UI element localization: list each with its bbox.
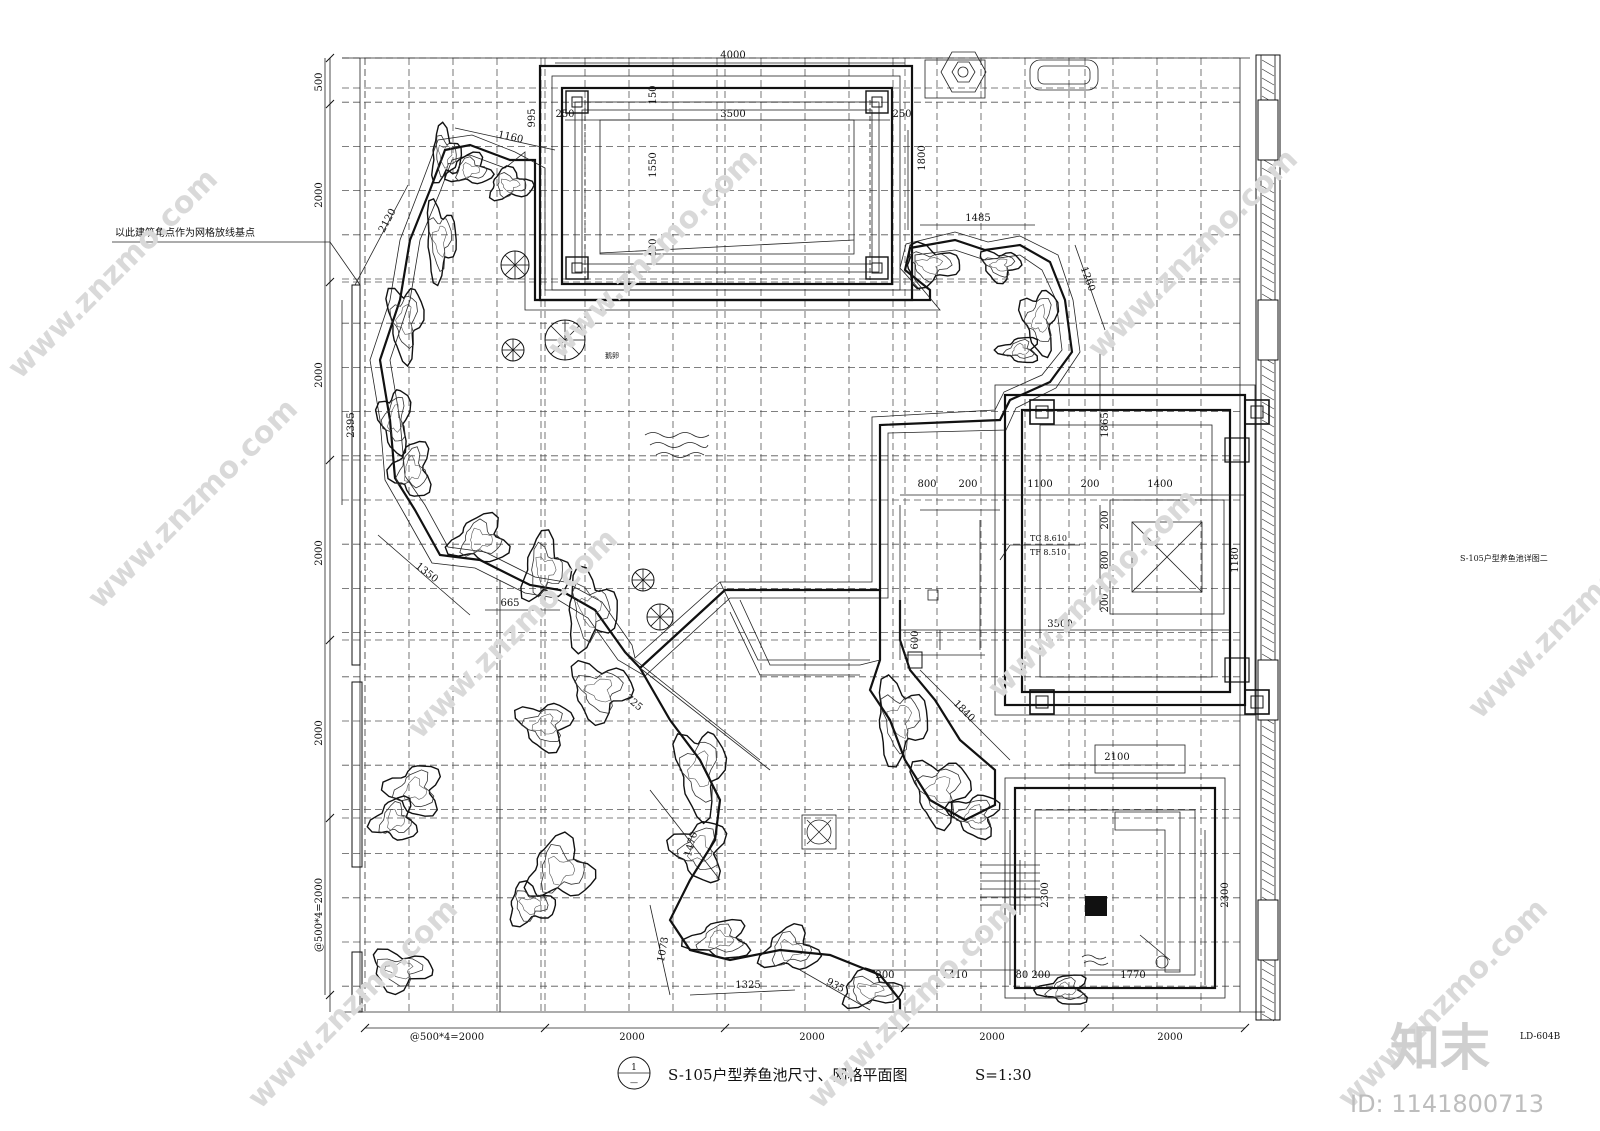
dim-725: 725 [623,693,645,714]
dim-1410: 1410 [942,970,967,981]
dim-250a: 250 [555,109,574,120]
elevation-top: TC 8.610 [1030,534,1067,543]
dim-1400: 1400 [1147,479,1172,490]
dim-2300a: 2300 [1040,882,1051,907]
pond-outline [369,134,1081,1012]
lower-right-structure [980,744,1226,999]
top-furniture [924,51,1099,99]
brand-logo: 知末 [1390,1019,1490,1077]
plant-symbols [500,250,674,631]
dim-1800: 1800 [917,145,928,170]
dim-400: 400 [648,238,659,257]
dim-80-200: 80 200 [1016,970,1051,981]
dim-800b: 800 [1100,550,1111,569]
layout-grid [342,57,1240,1012]
lower-pond [624,581,997,1012]
dim-left-5: 2000 [314,720,325,745]
callout-number: 1 [631,1063,637,1073]
dim-1350: 1350 [413,561,440,585]
dim-600: 600 [910,630,921,649]
dim-left-3: 2000 [314,362,325,387]
dim-1325: 1325 [735,980,760,991]
dim-665: 665 [500,598,519,609]
rockery-stones [366,121,1089,1010]
dim-left-2: 2000 [314,182,325,207]
dim-1550: 1550 [648,152,659,177]
dim-1865: 1865 [1100,412,1111,437]
dim-4000: 4000 [720,50,745,61]
watermark-text: www.znzmo.com [981,482,1205,706]
dim-bottom-2: 2000 [619,1032,644,1043]
drawing-title: S-105户型养鱼池尺寸、网格平面图 [668,1066,908,1084]
dim-2300b: 2300 [1220,882,1231,907]
watermark-text: www.znzmo.com [401,522,625,746]
pavilion-right [899,384,1270,716]
dim-935: 935 [824,976,846,995]
dim-800a: 800 [917,479,936,490]
dim-1160: 1160 [497,130,524,146]
base-point-note: 以此建筑角点作为网格放线基点 [115,226,255,239]
side-reference: S-105户型养鱼池详图二 [1460,553,1548,563]
dimension-lines [325,53,1250,1033]
annotations: 以此建筑角点作为网格放线基点 S-105户型养鱼池详图二 LD-604B 鹅卵 … [115,226,1561,1042]
dim-200a: 200 [958,479,977,490]
dim-bottom-4: 2000 [979,1032,1004,1043]
dim-bottom-5: 2000 [1157,1032,1182,1043]
elevation-bottom: TF 8.510 [1030,548,1066,557]
drawing-scale: S=1:30 [975,1066,1032,1084]
brand-mark: 知末 ID: 1141800713 [1350,1019,1544,1118]
dim-2395: 2395 [346,412,357,437]
watermark-text: www.znzmo.com [1331,892,1555,1116]
dim-bottom-1: @500*4=2000 [410,1032,484,1043]
dim-1100: 1100 [1027,479,1052,490]
dim-1770: 1770 [1120,970,1145,981]
dim-995: 995 [527,108,538,127]
dim-200c: 200 [1100,510,1111,529]
dim-1073: 1073 [656,936,671,963]
watermark-text: www.znzmo.com [1,162,225,386]
watermark-text: www.znzmo.com [1461,502,1600,726]
dim-2120: 2120 [377,207,399,235]
base-point-leader [112,241,361,286]
water-symbol-icon [644,432,1109,966]
dim-left-1: 500 [314,72,325,91]
dim-left-4: 2000 [314,540,325,565]
dim-3500: 3500 [720,109,745,120]
dim-150: 150 [648,85,659,104]
dim-1180: 1180 [1230,547,1241,572]
dim-1485: 1485 [965,213,990,224]
title-block: 1 — S-105户型养鱼池尺寸、网格平面图 S=1:30 [617,1056,1032,1090]
dim-2100: 2100 [1104,752,1129,763]
watermark-text: www.znzmo.com [241,892,465,1116]
dim-bottom-3: 2000 [799,1032,824,1043]
image-id: ID: 1141800713 [1350,1090,1544,1118]
dim-200d: 200 [1100,593,1111,612]
sheet-reference: LD-604B [1520,1032,1561,1042]
left-wall [351,284,363,1013]
small-label: 鹅卵 [605,351,619,360]
pump-icon [801,814,837,850]
dim-200e: 200 [875,970,894,981]
dim-250b: 250 [892,109,911,120]
dim-3500b: 3500 [1047,619,1072,630]
watermark-text: www.znzmo.com [81,392,305,616]
dim-left-6: @500*4=2000 [314,878,325,952]
dim-200b: 200 [1080,479,1099,490]
dim-1840: 1840 [951,698,977,724]
callout-sub: — [630,1078,638,1087]
